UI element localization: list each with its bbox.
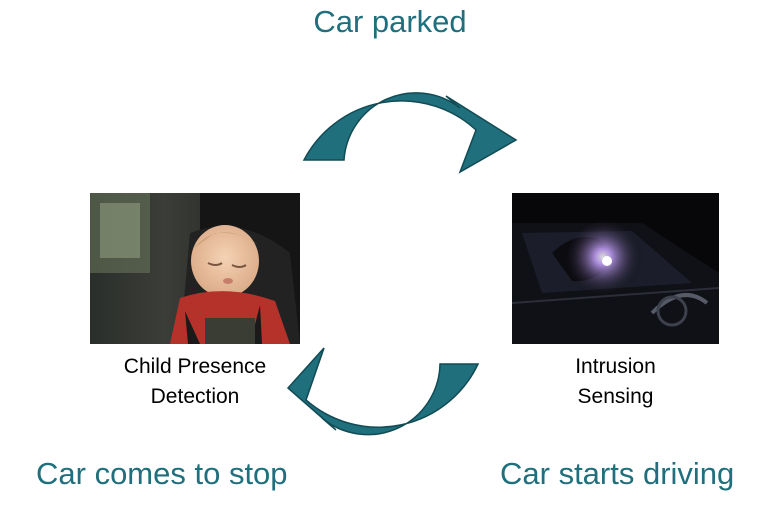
intrusion-car-photo <box>512 193 719 344</box>
intrusion-label-line2: Sensing <box>577 385 654 408</box>
caption-car-starts-driving: Car starts driving <box>500 456 735 491</box>
child-presence-detection-label: Child Presence Detection <box>90 352 300 412</box>
intrusion-sensing-label: Intrusion Sensing <box>512 352 719 412</box>
child-label-line2: Detection <box>150 385 240 408</box>
caption-car-parked: Car parked <box>313 4 467 39</box>
child-label-line1: Child Presence <box>123 355 267 378</box>
intrusion-label-line1: Intrusion <box>575 355 656 378</box>
child-in-car-seat-photo <box>90 193 300 344</box>
arrow-top-shape <box>302 92 518 174</box>
caption-car-comes-to-stop: Car comes to stop <box>36 456 288 491</box>
